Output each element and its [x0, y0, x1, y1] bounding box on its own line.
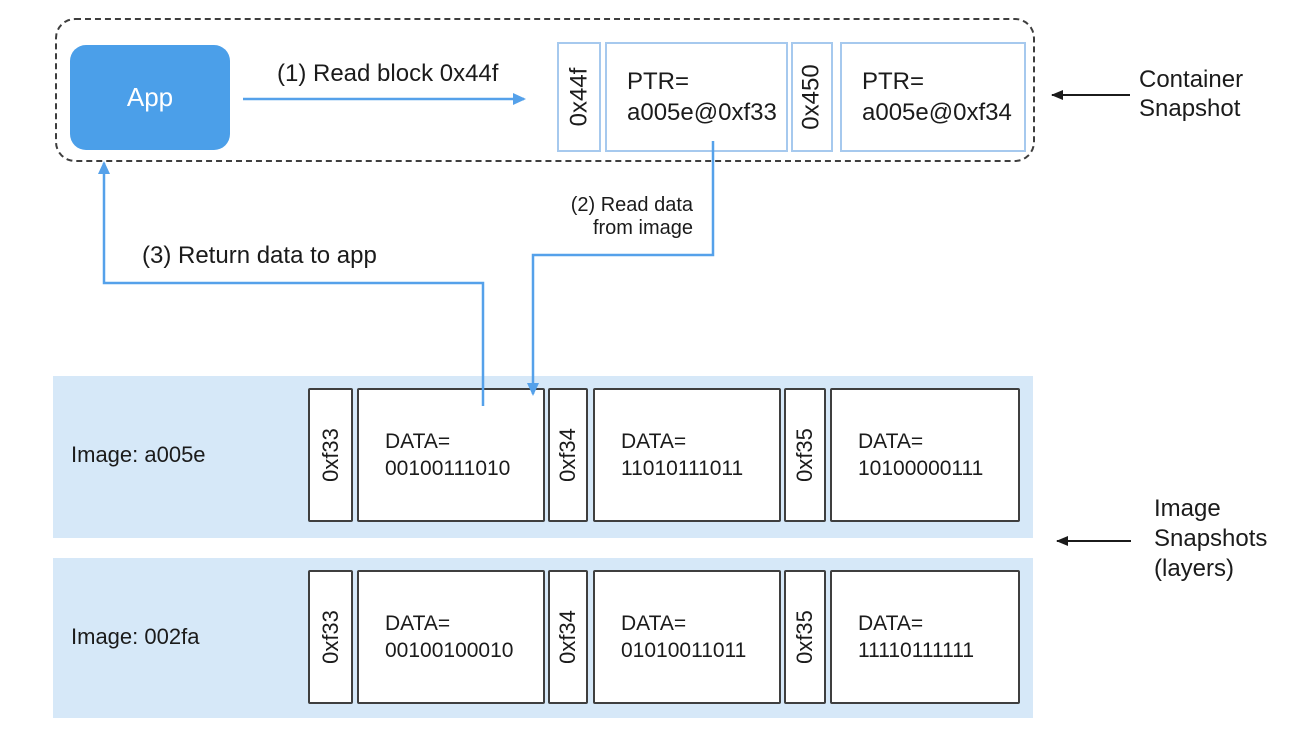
data-address-0xf35: 0xf35: [784, 570, 826, 704]
step2-line2: from image: [592, 217, 693, 239]
data-address-0xf34: 0xf34: [548, 388, 588, 522]
data-block-0xf33: DATA= 00100100010: [357, 570, 545, 704]
data-block-0xf35: DATA= 10100000111: [830, 388, 1020, 522]
image-snapshots-caption: Image Snapshots (layers): [1154, 495, 1268, 582]
app-box: App: [70, 45, 230, 150]
step3-arrow: [98, 161, 485, 406]
container-snapshot-caption: Container Snapshot: [1139, 66, 1244, 122]
block-address-label: 0x44f: [565, 67, 592, 127]
image-row-a005e: Image: a005e 0xf33 DATA= 00100111010 0xf…: [53, 376, 1033, 538]
data-block-0xf35: DATA= 11110111111: [830, 570, 1020, 704]
pointer-block-0x44f: PTR= a005e@0xf33: [605, 42, 788, 152]
step2-arrow: [527, 141, 715, 396]
image-row-label: Image: a005e: [71, 442, 206, 467]
ptr-label: PTR=: [862, 68, 925, 95]
data-address-0xf33: 0xf33: [308, 388, 353, 522]
image-row-label: Image: 002fa: [71, 624, 200, 649]
ptr-value: a005e@0xf34: [862, 99, 1012, 126]
block-address-label: 0x450: [798, 64, 826, 130]
data-block-0xf33: DATA= 00100111010: [357, 388, 545, 522]
data-address-0xf35: 0xf35: [784, 388, 826, 522]
ptr-value: a005e@0xf33: [627, 99, 777, 126]
data-block-0xf34: DATA= 01010011011: [593, 570, 781, 704]
block-address-0x44f: 0x44f: [557, 42, 601, 152]
app-label: App: [126, 82, 174, 112]
ptr-label: PTR=: [627, 68, 690, 95]
step3-label: (3) Return data to app: [142, 242, 377, 269]
container-snapshot-box: App 0x44f PTR= a005e@0xf33 0x450 PTR= a0…: [55, 18, 1035, 162]
step2-label: (2) Read data from image: [493, 194, 693, 240]
block-address-0x450: 0x450: [791, 42, 833, 152]
data-address-0xf34: 0xf34: [548, 570, 588, 704]
data-address-0xf33: 0xf33: [308, 570, 353, 704]
pointer-block-0x450: PTR= a005e@0xf34: [840, 42, 1026, 152]
step2-line1: (2) Read data: [570, 194, 693, 216]
step1-label: (1) Read block 0x44f: [277, 60, 499, 87]
image-row-002fa: Image: 002fa 0xf33 DATA= 00100100010 0xf…: [53, 558, 1033, 718]
data-block-0xf34: DATA= 11010111011: [593, 388, 781, 522]
